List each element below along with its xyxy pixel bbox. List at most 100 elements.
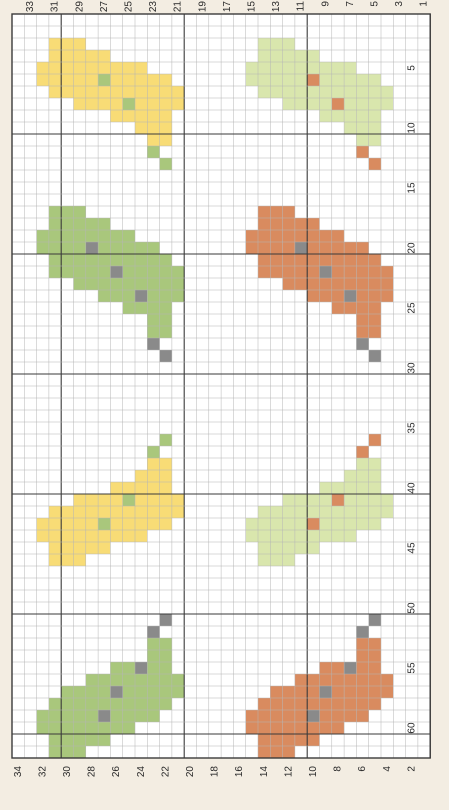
- stitch-cell: [160, 350, 172, 362]
- stitch-cell: [147, 326, 159, 338]
- stitch-cell: [86, 254, 98, 266]
- stitch-cell: [135, 470, 147, 482]
- stitch-cell: [246, 722, 258, 734]
- stitch-cell: [307, 290, 319, 302]
- stitch-cell: [307, 74, 319, 86]
- stitch-cell: [320, 86, 332, 98]
- stitch-cell: [135, 662, 147, 674]
- stitch-cell: [123, 662, 135, 674]
- stitch-cell: [332, 62, 344, 74]
- stitch-cell: [49, 242, 61, 254]
- stitch-cell: [332, 242, 344, 254]
- stitch-cell: [320, 686, 332, 698]
- stitch-cell: [172, 98, 184, 110]
- stitch-cell: [61, 38, 73, 50]
- stitch-cell: [74, 710, 86, 722]
- column-label: 30: [62, 766, 73, 778]
- stitch-cell: [270, 746, 282, 758]
- stitch-cell: [307, 530, 319, 542]
- stitch-cell: [270, 506, 282, 518]
- stitch-cell: [61, 698, 73, 710]
- stitch-cell: [320, 482, 332, 494]
- stitch-cell: [135, 710, 147, 722]
- column-label-top: 13: [271, 1, 282, 13]
- stitch-cell: [160, 638, 172, 650]
- stitch-cell: [123, 278, 135, 290]
- stitch-cell: [98, 542, 110, 554]
- row-label: 10: [406, 122, 417, 134]
- stitch-cell: [381, 506, 393, 518]
- stitch-cell: [270, 266, 282, 278]
- stitch-cell: [320, 110, 332, 122]
- stitch-cell: [123, 674, 135, 686]
- stitch-cell: [270, 50, 282, 62]
- stitch-cell: [61, 74, 73, 86]
- stitch-cell: [61, 746, 73, 758]
- stitch-cell: [283, 50, 295, 62]
- stitch-cell: [320, 698, 332, 710]
- stitch-cell: [356, 74, 368, 86]
- column-label: 10: [308, 766, 319, 778]
- stitch-cell: [172, 674, 184, 686]
- stitch-cell: [160, 458, 172, 470]
- stitch-cell: [86, 542, 98, 554]
- stitch-cell: [160, 674, 172, 686]
- stitch-cell: [74, 242, 86, 254]
- column-label-top: 33: [25, 1, 36, 13]
- stitch-cell: [307, 686, 319, 698]
- stitch-cell: [74, 746, 86, 758]
- stitch-cell: [147, 710, 159, 722]
- stitch-cell: [160, 86, 172, 98]
- stitch-cell: [135, 254, 147, 266]
- stitch-cell: [307, 218, 319, 230]
- stitch-cell: [270, 206, 282, 218]
- stitch-cell: [356, 290, 368, 302]
- stitch-cell: [160, 98, 172, 110]
- stitch-cell: [270, 518, 282, 530]
- stitch-cell: [332, 710, 344, 722]
- stitch-cell: [320, 290, 332, 302]
- stitch-cell: [295, 74, 307, 86]
- stitch-cell: [160, 110, 172, 122]
- stitch-cell: [61, 242, 73, 254]
- stitch-cell: [37, 62, 49, 74]
- stitch-cell: [320, 74, 332, 86]
- stitch-cell: [320, 506, 332, 518]
- stitch-cell: [147, 650, 159, 662]
- stitch-cell: [123, 530, 135, 542]
- stitch-cell: [147, 674, 159, 686]
- stitch-cell: [270, 38, 282, 50]
- stitch-cell: [135, 110, 147, 122]
- stitch-cell: [147, 314, 159, 326]
- stitch-cell: [123, 710, 135, 722]
- stitch-cell: [246, 242, 258, 254]
- column-label: 16: [234, 766, 245, 778]
- stitch-cell: [332, 110, 344, 122]
- stitch-cell: [147, 698, 159, 710]
- stitch-cell: [135, 266, 147, 278]
- stitch-cell: [295, 218, 307, 230]
- stitch-cell: [320, 230, 332, 242]
- stitch-cell: [381, 98, 393, 110]
- stitch-cell: [61, 506, 73, 518]
- stitch-cell: [369, 158, 381, 170]
- stitch-cell: [160, 686, 172, 698]
- stitch-cell: [356, 710, 368, 722]
- stitch-cell: [258, 734, 270, 746]
- stitch-cell: [147, 134, 159, 146]
- stitch-cell: [74, 86, 86, 98]
- stitch-cell: [160, 614, 172, 626]
- stitch-cell: [307, 62, 319, 74]
- stitch-cell: [98, 74, 110, 86]
- stitch-cell: [86, 530, 98, 542]
- stitch-cell: [98, 734, 110, 746]
- stitch-cell: [246, 518, 258, 530]
- stitch-cell: [246, 710, 258, 722]
- stitch-cell: [135, 98, 147, 110]
- stitch-cell: [110, 722, 122, 734]
- stitch-cell: [49, 734, 61, 746]
- stitch-cell: [356, 134, 368, 146]
- stitch-cell: [381, 290, 393, 302]
- stitch-cell: [98, 86, 110, 98]
